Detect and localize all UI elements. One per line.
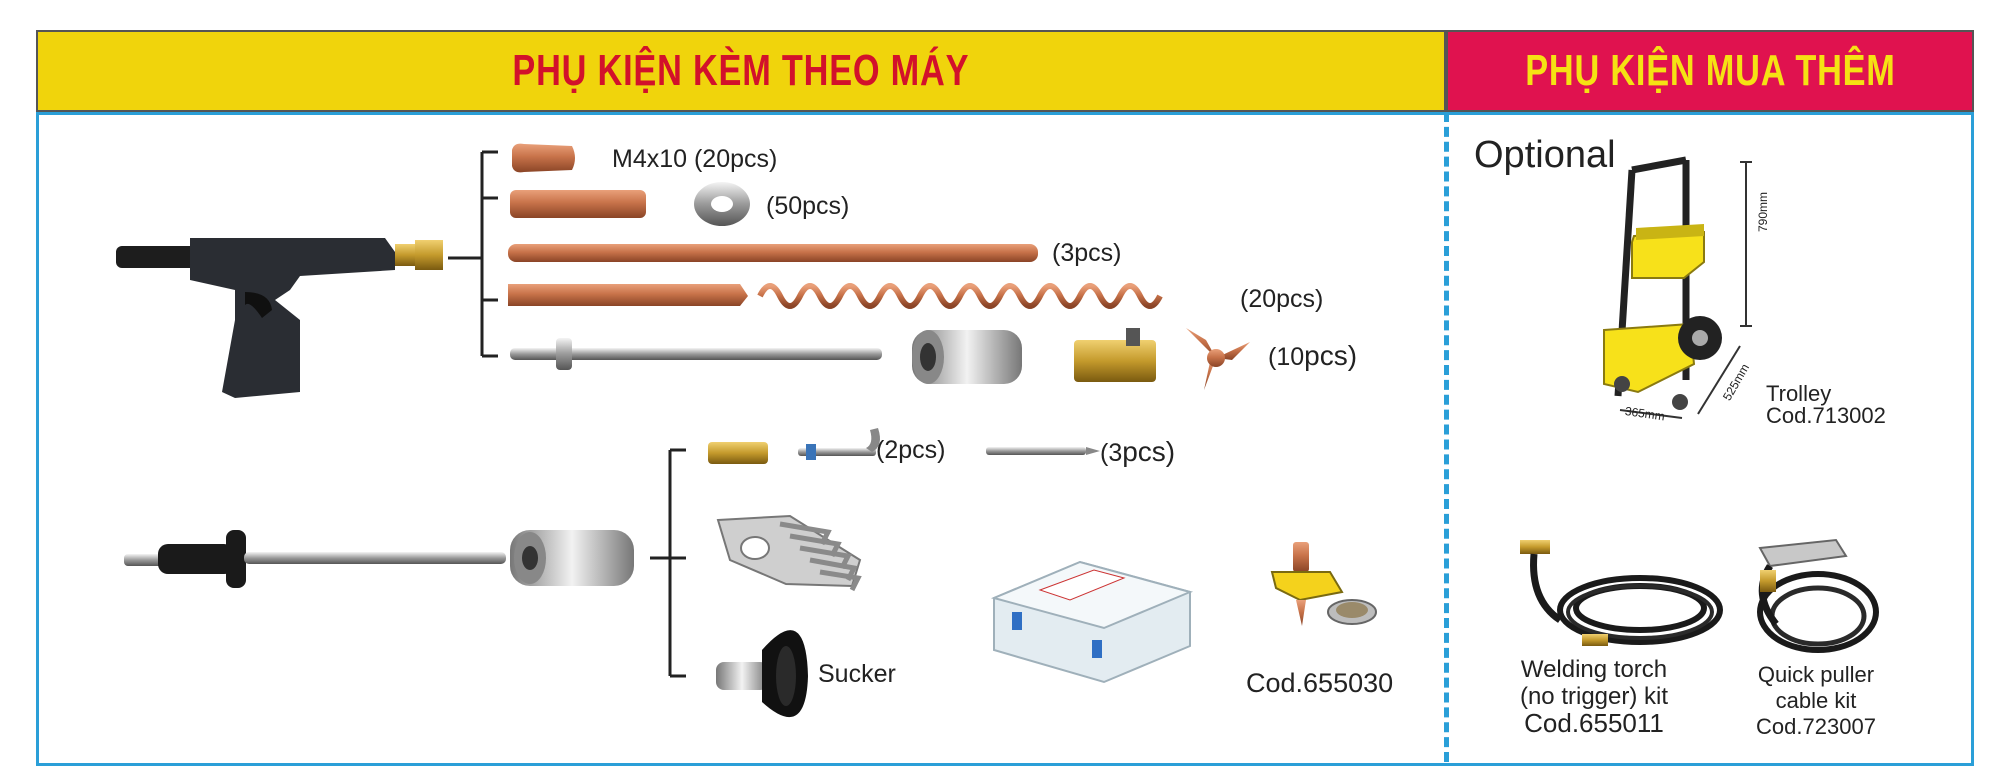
puller-cable-code: Cod.723007 (1756, 714, 1876, 739)
puller-cable-line2: cable kit (1775, 688, 1857, 713)
optional-header-text: PHỤ KIỆN MUA THÊM (1524, 46, 1896, 95)
m4x10-stud-label: M4x10 (20pcs) (612, 145, 778, 173)
included-accessories-header: PHỤ KIỆN KÈM THEO MÁY (36, 30, 1446, 112)
hook (798, 428, 880, 460)
optional-accessories-header: PHỤ KIỆN MUA THÊM (1446, 30, 1974, 112)
pin (986, 447, 1100, 455)
spot-welding-gun (116, 238, 443, 398)
welding-torch-code: Cod.655011 (1524, 708, 1664, 738)
gun-accessories-bracket (448, 150, 498, 358)
section-divider (1444, 112, 1449, 762)
puller-set-qty-prefix: (10 (1268, 343, 1305, 371)
multi-hook-claw (716, 514, 862, 592)
ground-clamp (1270, 542, 1377, 626)
welding-torch-kit (1520, 540, 1723, 646)
star-washer (1186, 328, 1250, 390)
pins-qty-label: (3pcs) (1100, 436, 1175, 468)
sucker-label: Sucker (818, 660, 896, 688)
brass-tip (708, 442, 768, 464)
copper-electrode (510, 190, 646, 218)
puller-cable-label: Quick puller cable kit Cod.723007 (1736, 662, 1896, 740)
pins-qty-prefix: (3 (1100, 439, 1123, 467)
m4x10-stud (512, 143, 575, 173)
pointed-copper-rod (508, 284, 748, 306)
brass-adapter (1074, 328, 1156, 382)
pins-qty-suffix: pcs) (1122, 436, 1176, 467)
copper-rod (508, 244, 1038, 262)
trolley (1603, 156, 1752, 419)
puller-shaft (510, 338, 882, 370)
washer (694, 182, 750, 226)
puller-cable-line1: Quick puller (1757, 662, 1875, 687)
storage-box (990, 560, 1194, 684)
slide-hammer (124, 530, 634, 588)
welding-torch-line1: Welding torch (1520, 656, 1668, 683)
optional-title: Optional (1474, 134, 1616, 176)
rods-qty-label: (3pcs) (1052, 239, 1122, 267)
welding-torch-label: Welding torch (no trigger) kit Cod.65501… (1508, 656, 1680, 737)
included-header-text: PHỤ KIỆN KÈM THEO MÁY (512, 46, 970, 95)
welding-torch-line2: (no trigger) kit (1519, 683, 1669, 710)
puller-set-qty-label: (10pcs) (1268, 340, 1357, 372)
washers-qty-label: (50pcs) (766, 192, 850, 220)
ground-clamp-code: Cod.655030 (1246, 668, 1394, 698)
puller-set-qty-suffix: pcs) (1304, 340, 1358, 371)
trolley-name: Trolley (1766, 381, 1832, 406)
slide-weight (912, 330, 1022, 384)
trolley-height-dim: 790mm (1756, 191, 1770, 232)
wire-spring-qty-label: (20pcs) (1240, 285, 1324, 313)
slide-hammer-bracket (650, 448, 686, 678)
hooks-qty-label: (2pcs) (876, 436, 946, 464)
trolley-label: Trolley Cod.713002 (1766, 383, 1886, 427)
suction-cup (716, 630, 808, 718)
content-frame (36, 112, 1974, 766)
trolley-code: Cod.713002 (1766, 403, 1886, 428)
quick-puller-cable-kit (1757, 538, 1879, 653)
wavy-wire (757, 283, 1163, 309)
